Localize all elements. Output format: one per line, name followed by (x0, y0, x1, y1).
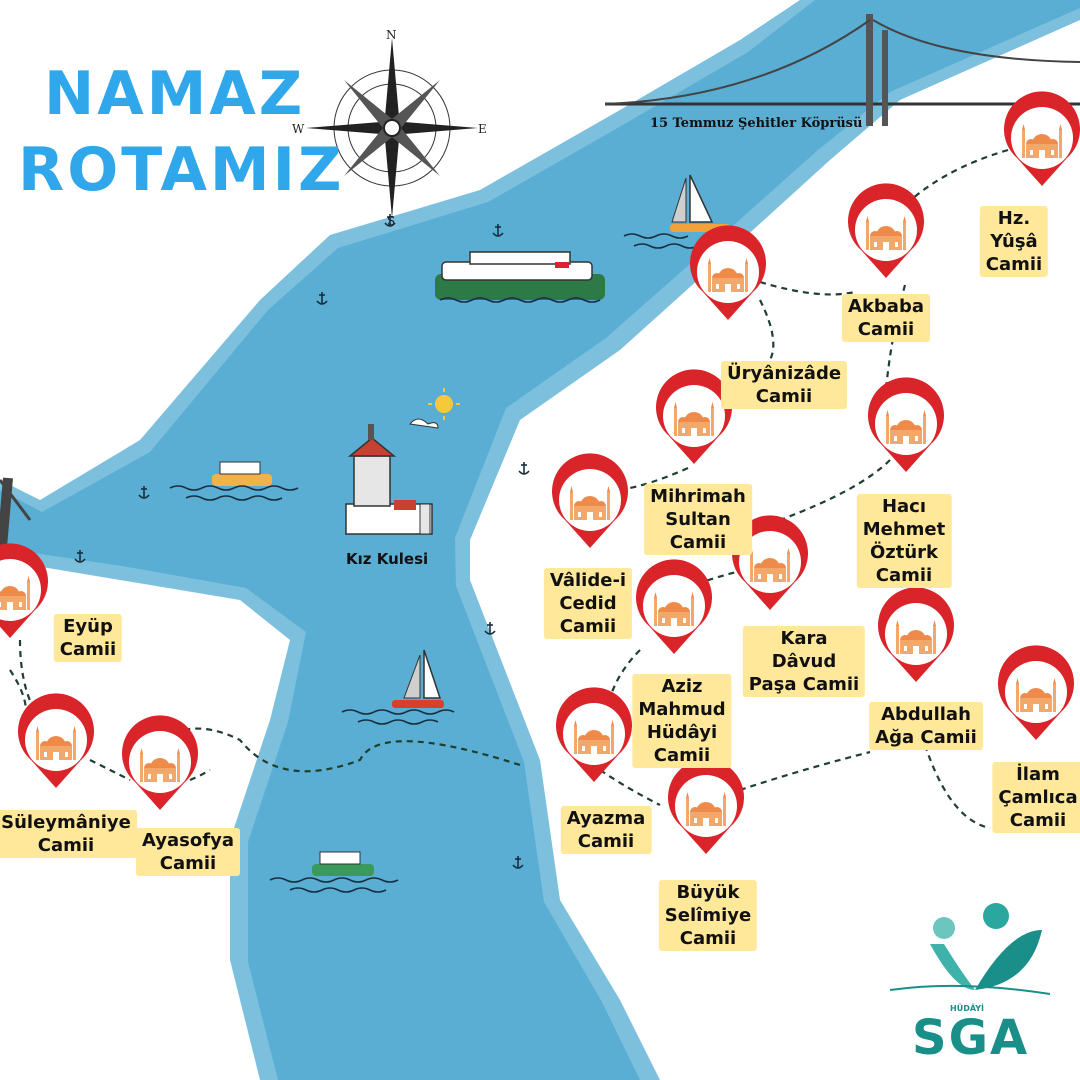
mosque-label-valide[interactable]: Vâlide-i Cedid Camii (543, 568, 633, 639)
bridge-label: 15 Temmuz Şehitler Köprüsü (650, 116, 863, 131)
compass-north-label: N (386, 28, 397, 42)
logo-text: SGA (912, 1010, 1030, 1066)
compass-west-label: W (292, 122, 305, 136)
mosque-label-ayazma[interactable]: Ayazma Camii (560, 806, 652, 854)
mosque-label-buyuk-selimiye[interactable]: Büyük Selîmiye Camii (658, 880, 758, 951)
bridge-drawing (604, 14, 1080, 126)
title-line-1: NAMAZ (44, 59, 306, 129)
logo-small-text: HÜDÂYİ (950, 1004, 985, 1013)
pin-abdullah-aga (878, 587, 954, 682)
pin-uryanizade (690, 225, 766, 320)
pin-suleymaniye (18, 693, 94, 788)
mosque-label-ayasofya[interactable]: Ayasofya Camii (136, 828, 240, 876)
mosque-label-suleymaniye[interactable]: Süleymâniye Camii (0, 810, 137, 858)
sailboat-top (670, 174, 730, 232)
maiden-tower-label: Kız Kulesi (346, 550, 429, 568)
mosque-label-aziz-mahmud[interactable]: Aziz Mahmud Hüdâyi Camii (632, 674, 732, 768)
maiden-tower (345, 424, 433, 535)
ferry-boat (435, 251, 605, 300)
compass-south-label: S (387, 214, 396, 228)
mosque-label-uryanizade[interactable]: Üryânizâde Camii (720, 361, 848, 409)
small-boat-1 (212, 461, 272, 486)
pin-aziz-mahmud (636, 559, 712, 654)
mosque-label-eyup[interactable]: Eyüp Camii (53, 614, 123, 662)
logo-mark (889, 903, 1051, 995)
mosque-label-haci-mehmet[interactable]: Hacı Mehmet Öztürk Camii (856, 494, 952, 588)
pin-valide (552, 453, 628, 548)
pin-ilam (998, 645, 1074, 740)
mosque-label-abdullah-aga[interactable]: Abdullah Ağa Camii (869, 702, 983, 750)
pin-ayazma (556, 687, 632, 782)
pin-akbaba (848, 183, 924, 278)
mosque-label-ilam[interactable]: İlam Çamlıca Camii (992, 762, 1080, 833)
pin-hz-yusa (1004, 91, 1080, 186)
compass-east-label: E (478, 122, 487, 136)
pin-haci-mehmet (868, 377, 944, 472)
mosque-label-akbaba[interactable]: Akbaba Camii (842, 294, 930, 342)
mosque-label-mihrimah[interactable]: Mihrimah Sultan Camii (644, 484, 752, 555)
small-boat-2 (312, 851, 374, 876)
pin-buyuk-selimiye (668, 759, 744, 854)
title-line-2: ROTAMIZ (18, 135, 345, 205)
mosque-label-hz-yusa[interactable]: Hz. Yûşâ Camii (979, 206, 1049, 277)
pin-ayasofya (122, 715, 198, 810)
mosque-label-kara-davud[interactable]: Kara Dâvud Paşa Camii (742, 626, 866, 697)
waves (169, 233, 699, 893)
sun-icon (409, 388, 460, 429)
sailboat-mid (392, 649, 444, 708)
compass-rose (306, 38, 478, 218)
